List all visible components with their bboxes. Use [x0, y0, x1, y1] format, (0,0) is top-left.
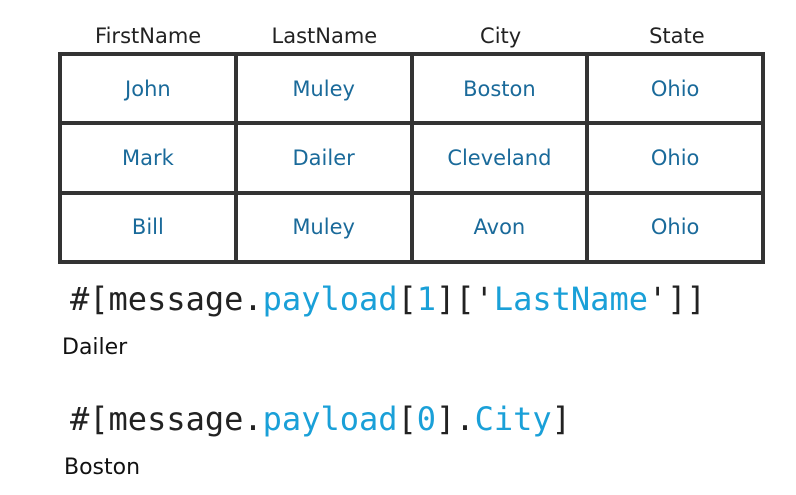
header-city: City — [480, 24, 522, 48]
code-key: City — [474, 400, 552, 438]
code-key: LastName — [493, 280, 648, 318]
table-cell: Muley — [233, 190, 414, 265]
code-prefix: #[message. — [70, 280, 263, 318]
code-prefix: #[message. — [70, 400, 263, 438]
table-cell: Cleveland — [409, 121, 590, 195]
code-index: 0 — [416, 400, 437, 438]
table-cell: Dailer — [233, 121, 414, 195]
header-firstname: FirstName — [95, 24, 202, 48]
table-cell: Boston — [409, 51, 590, 126]
header-state: State — [649, 24, 705, 48]
code-suffix: ']] — [647, 280, 706, 318]
code-punct: ][' — [436, 280, 494, 318]
table-cell: Ohio — [585, 121, 765, 195]
code-suffix: ] — [551, 400, 571, 438]
result-city: Boston — [64, 455, 141, 480]
expression-lastname: #[message.payload[1]['LastName']] — [70, 280, 706, 318]
data-table: John Muley Boston Ohio Mark Dailer Cleve… — [58, 51, 765, 265]
table-cell: Muley — [233, 51, 414, 126]
table-cell: Mark — [58, 121, 238, 195]
code-keyword: payload — [262, 280, 398, 318]
table-row: John Muley Boston Ohio — [58, 51, 765, 126]
table-cell: Ohio — [585, 190, 765, 265]
code-punct: ]. — [436, 400, 475, 438]
expression-city: #[message.payload[0].City] — [70, 400, 571, 438]
header-lastname: LastName — [271, 24, 378, 48]
result-lastname: Dailer — [62, 335, 128, 360]
table-cell: Ohio — [585, 51, 765, 126]
table-cell: Bill — [58, 190, 238, 265]
table-cell: John — [58, 51, 238, 126]
code-index: 1 — [416, 280, 437, 318]
table-cell: Avon — [409, 190, 590, 265]
code-punct: [ — [397, 280, 417, 318]
code-keyword: payload — [262, 400, 398, 438]
table-header-row: FirstName LastName City State — [60, 20, 765, 52]
table-row: Mark Dailer Cleveland Ohio — [58, 121, 765, 195]
table-row: Bill Muley Avon Ohio — [58, 190, 765, 265]
code-punct: [ — [397, 400, 417, 438]
